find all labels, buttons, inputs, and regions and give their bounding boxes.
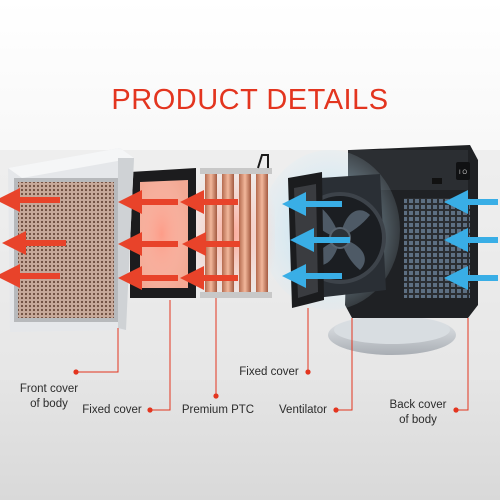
label-premium-ptc: Premium PTC <box>181 404 255 416</box>
svg-text:I O: I O <box>459 170 467 176</box>
label-back-cover-line1: Back cover <box>389 399 447 411</box>
power-switch-icon <box>456 162 470 180</box>
hot-air-arrow-icon <box>0 188 240 290</box>
label-ventilator: Ventilator <box>279 404 327 416</box>
label-fixed-cover-right: Fixed cover <box>239 366 299 378</box>
label-front-cover-line1: Front cover <box>19 383 79 395</box>
label-back-cover: Back cover of body <box>382 398 454 428</box>
ventilator <box>260 150 400 310</box>
label-fixed-cover-left: Fixed cover <box>82 404 142 416</box>
leader-lines <box>76 298 469 411</box>
label-back-cover-line2: of body <box>399 414 437 426</box>
label-front-cover-line2: of body <box>30 398 68 410</box>
label-front-cover: Front cover of body <box>8 382 90 412</box>
leader-dots <box>73 369 459 413</box>
cool-air-arrow-icon <box>282 190 498 290</box>
front-cover-of-body <box>8 148 134 332</box>
page-title: PRODUCT DETAILS <box>111 84 389 116</box>
